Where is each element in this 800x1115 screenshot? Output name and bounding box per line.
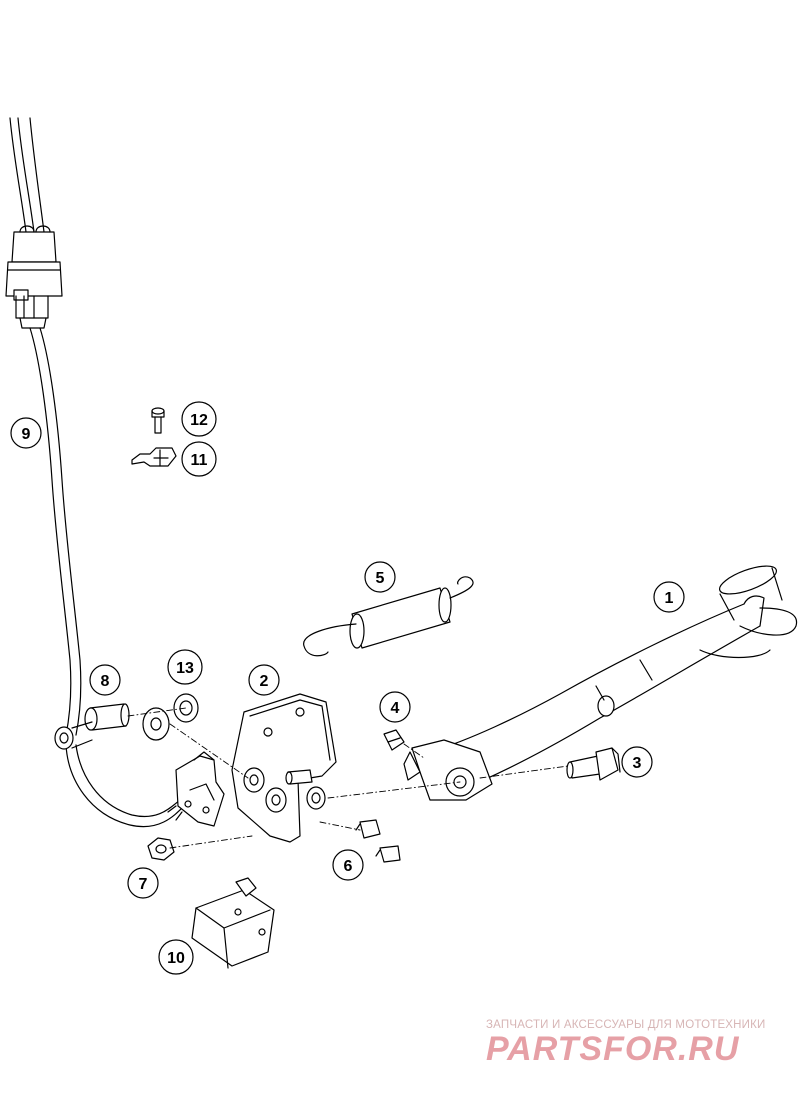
pivot-bolt [566, 747, 621, 781]
callout-5: 5 [364, 561, 396, 593]
washer [142, 693, 199, 741]
small-screw [151, 407, 165, 434]
svg-text:7: 7 [139, 876, 148, 893]
svg-text:6: 6 [344, 858, 353, 875]
grease-nipple [383, 729, 405, 751]
callout-7: 7 [127, 867, 159, 899]
watermark-tagline: ЗАПЧАСТИ И АКСЕССУАРЫ ДЛЯ МОТОТЕХНИКИ [486, 1019, 766, 1031]
callout-3: 3 [621, 746, 653, 778]
svg-text:1: 1 [665, 590, 674, 607]
screws [355, 819, 401, 863]
callout-11: 11 [181, 441, 217, 477]
cable-clip [131, 447, 177, 467]
collar-screw [54, 703, 130, 750]
callout-8: 8 [89, 664, 121, 696]
spring [303, 576, 474, 657]
svg-text:12: 12 [190, 412, 208, 429]
callout-10: 10 [158, 939, 194, 975]
watermark-brand: PARTSFOR.RU [486, 1030, 740, 1068]
mounting-bracket [231, 693, 337, 843]
svg-text:2: 2 [260, 673, 269, 690]
assembly-lines [127, 707, 569, 849]
callout-4: 4 [379, 691, 411, 723]
svg-text:8: 8 [101, 673, 110, 690]
callout-2: 2 [248, 664, 280, 696]
side-stand-switch-cable [5, 117, 186, 828]
svg-text:10: 10 [167, 950, 185, 967]
callout-1: 1 [653, 581, 685, 613]
svg-text:11: 11 [191, 452, 208, 469]
svg-text:13: 13 [176, 660, 194, 677]
callout-6: 6 [332, 849, 364, 881]
callout-13: 13 [167, 649, 203, 685]
svg-text:3: 3 [633, 755, 642, 772]
callout-12: 12 [181, 401, 217, 437]
svg-text:4: 4 [391, 700, 400, 717]
svg-text:9: 9 [22, 426, 31, 443]
nut [147, 837, 175, 861]
callout-9: 9 [10, 417, 42, 449]
side-stand-switch [167, 751, 225, 827]
callouts: 1 2 3 4 5 6 7 8 [10, 401, 685, 975]
svg-text:5: 5 [376, 570, 385, 587]
switch-cover [191, 877, 275, 969]
